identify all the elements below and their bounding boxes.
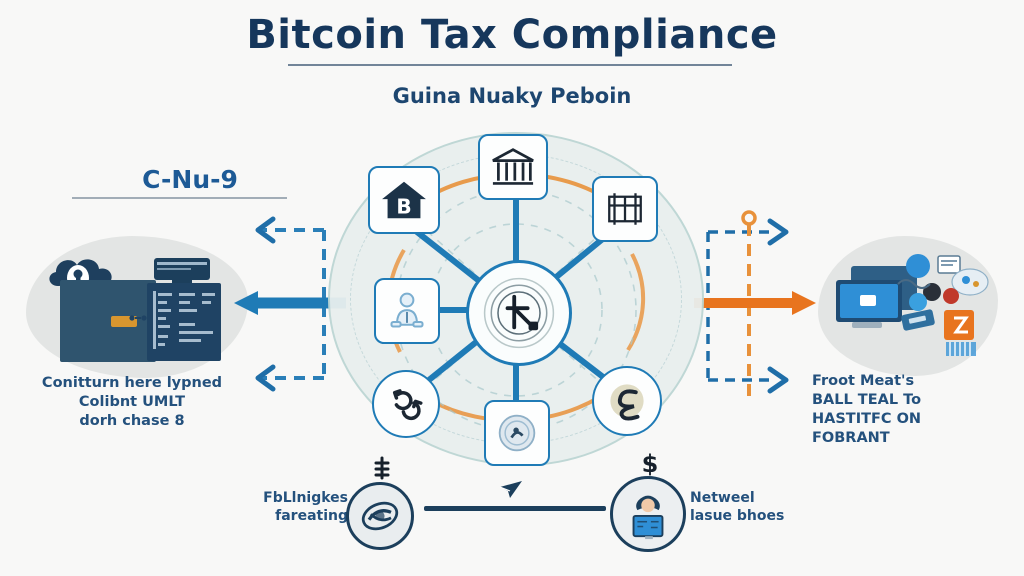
status-badge bbox=[111, 316, 137, 327]
monitor-stand bbox=[172, 280, 192, 284]
currency-exchange-icon bbox=[610, 384, 644, 421]
bitcoin-network-hub-icon bbox=[483, 277, 555, 349]
code-document-panel bbox=[147, 283, 221, 361]
screen-cup-glyph bbox=[860, 295, 876, 306]
dollar-sign-glyph: $ bbox=[642, 450, 659, 476]
node-grid[interactable] bbox=[592, 176, 658, 242]
right-caption-line3: HASTITFC ON bbox=[812, 411, 922, 427]
node-bank[interactable] bbox=[478, 134, 548, 200]
bottom-left-label-line1: FbLlnigkes bbox=[263, 490, 348, 506]
bank-building-icon bbox=[492, 148, 534, 185]
right-arrowhead-bottom bbox=[767, 366, 789, 394]
wallet-badge-icon bbox=[498, 414, 536, 452]
bottom-right-label-line1: Netweel bbox=[690, 490, 755, 506]
bottom-right-label: Netweel lasue bhoes bbox=[690, 489, 820, 525]
dashed-line-circle-terminal bbox=[741, 210, 757, 226]
seated-person-icon bbox=[390, 292, 424, 328]
node-exchange[interactable] bbox=[592, 366, 662, 436]
hub-center-node[interactable] bbox=[466, 260, 572, 366]
recycle-cycle-icon bbox=[392, 389, 423, 421]
left-heading-underline bbox=[72, 197, 287, 199]
svg-text:B: B bbox=[396, 195, 411, 219]
page-subtitle: Guina Nuaky Peboin bbox=[392, 84, 632, 108]
left-solid-arrowhead bbox=[234, 291, 258, 315]
right-caption-line1: Froot Meat's bbox=[812, 373, 915, 389]
node-wallet[interactable] bbox=[484, 400, 550, 466]
leaf-globe-glyph bbox=[361, 501, 399, 531]
bottom-right-label-line2: lasue bhoes bbox=[690, 508, 785, 524]
right-caption: Froot Meat's BALL TEAL To HASTITFC ON FO… bbox=[812, 372, 1012, 448]
horizontal-connector-line bbox=[424, 506, 606, 511]
laptop-base bbox=[852, 322, 882, 328]
left-caption-line1: Conitturn here lypned bbox=[41, 375, 223, 391]
globe-leaf-badge-icon[interactable] bbox=[346, 482, 414, 550]
node-cycle[interactable] bbox=[372, 370, 440, 438]
app-icons-cluster bbox=[897, 254, 989, 356]
left-section-heading: C-Nu-9 bbox=[142, 165, 238, 194]
connector-dots-icon bbox=[129, 315, 147, 321]
right-caption-line4: FOBRANT bbox=[812, 430, 890, 446]
person-at-computer-icon[interactable] bbox=[610, 476, 686, 552]
home-bitcoin-icon: B bbox=[382, 181, 426, 219]
left-arrowhead-top bbox=[255, 216, 276, 244]
right-caption-line2: BALL TEAL To bbox=[812, 392, 922, 408]
left-caption-line2: Colibnt UMLT bbox=[78, 394, 186, 410]
hub-and-spoke-diagram: B bbox=[320, 118, 712, 480]
left-arrowhead-bottom bbox=[255, 364, 276, 392]
right-solid-arrowhead bbox=[792, 291, 816, 315]
right-arrow-group bbox=[694, 210, 816, 396]
person-computer-glyph bbox=[632, 495, 664, 540]
left-secure-card bbox=[60, 280, 156, 362]
ledger-grid-icon bbox=[608, 193, 642, 225]
page-title: Bitcoin Tax Compliance bbox=[246, 12, 778, 58]
bottom-left-label: FbLlnigkes fareating bbox=[238, 489, 348, 525]
left-caption-line3: dorh chase 8 bbox=[79, 413, 185, 429]
title-underline bbox=[288, 64, 732, 66]
right-arrowhead-top bbox=[767, 218, 789, 246]
node-person[interactable] bbox=[374, 278, 440, 344]
node-home-b[interactable]: B bbox=[368, 166, 440, 234]
left-caption: Conitturn here lypned Colibnt UMLT dorh … bbox=[24, 374, 240, 431]
svg-text:$: $ bbox=[642, 450, 659, 476]
desktop-monitor-icon bbox=[154, 258, 210, 280]
currency-glyph bbox=[374, 456, 390, 480]
paper-plane-icon bbox=[499, 481, 522, 498]
bottom-left-label-line2: fareating bbox=[275, 508, 348, 524]
